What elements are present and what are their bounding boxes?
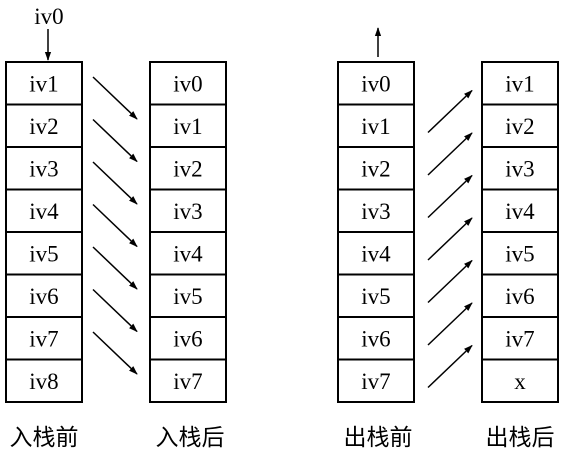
stack-cell [481, 231, 559, 276]
push-shift-arrow [92, 331, 138, 375]
pop-shift-arrow [427, 344, 473, 389]
stack-cell-label: iv7 [361, 369, 390, 394]
stacks: iv1iv2iv3iv4iv5iv6iv7iv8iv0iv1iv2iv3iv4i… [5, 61, 559, 403]
caption-push-after: 入栈后 [156, 425, 225, 450]
stack-cell-label: iv0 [361, 71, 390, 96]
stack-cell-label: iv4 [361, 241, 391, 266]
push-shift-arrow [92, 288, 138, 333]
stack-push-before: iv1 iv2 iv3 iv4 iv5 iv6 iv7 iv8 [5, 61, 83, 403]
stack-cell [5, 358, 83, 403]
stack-cell [337, 146, 415, 191]
stack-cell-label: iv1 [29, 71, 58, 96]
stack-cell-label: iv7 [505, 326, 534, 351]
stack-cell [337, 358, 415, 403]
stack-cell [337, 103, 415, 148]
stack-cell-label: iv7 [29, 326, 58, 351]
stack-cell-label: iv5 [505, 241, 534, 266]
stack-cell-label: iv7 [173, 369, 202, 394]
push-shift-arrow [92, 118, 138, 163]
stack-cell-label: iv1 [173, 114, 202, 139]
stack-cell [5, 188, 83, 233]
stack-cell-label: iv4 [505, 199, 535, 224]
pop-shift-arrow [427, 174, 473, 219]
stack-cell [149, 103, 227, 148]
stack-cell [481, 103, 559, 148]
pop-shift-arrow [427, 217, 473, 261]
stack-cell-label: x [514, 369, 526, 394]
stack-cell-label: iv4 [29, 199, 59, 224]
stack-cell [337, 231, 415, 276]
stack-cell [149, 273, 227, 318]
stack-cell-label: iv5 [173, 284, 202, 309]
stack-cell-label: iv3 [173, 199, 202, 224]
stack-cell-label: iv3 [29, 156, 58, 181]
stack-cell-label: iv0 [173, 71, 202, 96]
stack-cell-label: iv5 [361, 284, 390, 309]
stack-cell-label: iv8 [29, 369, 58, 394]
stack-cell [337, 316, 415, 361]
stack-cell-label: iv1 [505, 71, 534, 96]
stack-cell [149, 146, 227, 191]
stack-cell-label: iv4 [173, 241, 203, 266]
stack-cell [337, 273, 415, 318]
stack-cell-label: iv6 [173, 326, 202, 351]
input-arrow-label: iv0 [34, 4, 63, 29]
stack-cell-label: iv2 [361, 156, 390, 181]
push-shift-arrow [92, 203, 138, 248]
stack-pop-after: iv1 iv2 iv3 iv4 iv5 iv6 iv7 x [481, 61, 559, 403]
stack-cell-label: iv6 [505, 284, 534, 309]
stack-cell [481, 273, 559, 318]
caption-push-before: 入栈前 [10, 425, 79, 450]
stack-cell [337, 61, 415, 106]
push-shift-arrow [92, 161, 138, 205]
stack-cell [337, 188, 415, 233]
caption-pop-after: 出栈后 [486, 425, 555, 450]
push-shift-arrow [92, 246, 138, 290]
stack-cell [481, 316, 559, 361]
transition-arrows [44, 27, 473, 389]
stack-cell-label: iv3 [361, 199, 390, 224]
stack-cell-label: iv6 [361, 326, 390, 351]
stack-cell [481, 146, 559, 191]
pop-shift-arrow [427, 132, 473, 176]
stack-cell-label: iv2 [173, 156, 202, 181]
stack-cell-label: iv2 [505, 114, 534, 139]
stack-cell-label: iv3 [505, 156, 534, 181]
stack-cell [5, 61, 83, 106]
push-shift-arrow [92, 76, 138, 120]
stack-cell-label: iv6 [29, 284, 58, 309]
stack-cell [5, 273, 83, 318]
stack-cell [149, 188, 227, 233]
stack-push-after: iv0 iv1 iv2 iv3 iv4 iv5 iv6 iv7 [149, 61, 227, 403]
pop-shift-arrow [427, 259, 473, 304]
stack-cell [481, 358, 559, 403]
stack-cell-label: iv5 [29, 241, 58, 266]
stack-cell [149, 358, 227, 403]
pop-shift-arrow [427, 89, 473, 134]
caption-pop-before: 出栈前 [344, 425, 413, 450]
pop-shift-arrow [427, 302, 473, 346]
stack-cell-label: iv1 [361, 114, 390, 139]
stack-cell-label: iv2 [29, 114, 58, 139]
stack-pop-before: iv0 iv1 iv2 iv3 iv4 iv5 iv6 iv7 [337, 61, 415, 403]
